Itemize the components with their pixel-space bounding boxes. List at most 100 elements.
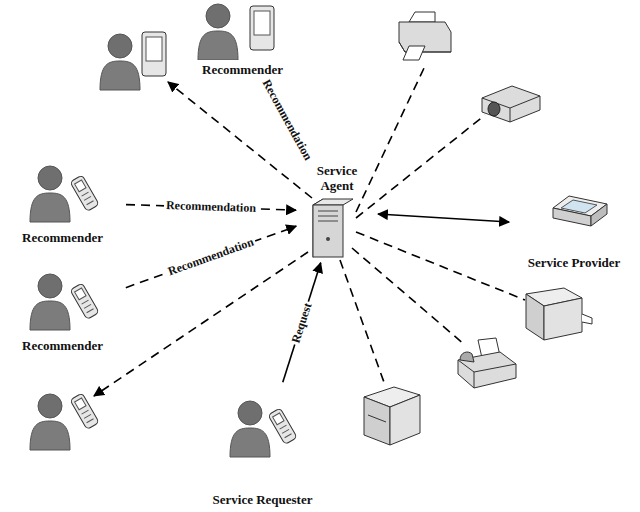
node-label: Service Agent: [299, 163, 375, 193]
person-icon: [30, 166, 70, 222]
laser-printer-front: [390, 395, 420, 445]
person-head: [108, 34, 132, 58]
dashed-link: [356, 115, 485, 218]
connector: [378, 214, 509, 222]
person-body: [30, 421, 70, 450]
fax-front: [458, 360, 516, 388]
server-top: [313, 199, 353, 205]
projector-body: [482, 86, 540, 122]
person-body: [230, 428, 270, 457]
person-head: [38, 166, 62, 190]
connector: [283, 263, 321, 382]
pda-icon: [250, 6, 274, 50]
node-icon: [521, 184, 621, 240]
phone-body: [70, 175, 99, 211]
node-icon: [212, 389, 312, 469]
printer-icon: [399, 12, 451, 60]
person-icon: [30, 394, 70, 450]
node-label: Recommender: [187, 62, 298, 77]
person-body: [30, 301, 70, 330]
server-bays: [318, 211, 338, 221]
edge-label: Recommendation: [165, 235, 258, 279]
laser-printer-icon: [364, 387, 420, 445]
server-front: [313, 205, 343, 257]
node-icon: [10, 160, 110, 226]
phone-keys: [81, 192, 93, 205]
node-box: Recommender: [2, 268, 123, 353]
pda-screen: [254, 11, 270, 35]
person-head: [38, 274, 62, 298]
node-label: Recommender: [2, 230, 123, 245]
node-box: Recommender: [187, 2, 298, 77]
node-box: Recommender: [2, 160, 123, 245]
server-icon: [313, 199, 353, 257]
dashed-link: [356, 66, 425, 212]
phone-keys: [87, 419, 94, 423]
node-label: Service Provider: [512, 255, 636, 270]
phone-icon: [70, 393, 99, 429]
node-icon: [10, 268, 110, 334]
phone-body: [268, 408, 297, 444]
projector-icon: [482, 86, 540, 122]
projector-side: [510, 108, 511, 122]
fax-body: [458, 352, 516, 388]
node-label: Recommender: [2, 338, 123, 353]
node-icon: [190, 2, 290, 60]
copier-tray: [582, 314, 592, 324]
printer-body: [399, 22, 451, 52]
pda-body: [142, 32, 166, 76]
connector: [126, 226, 296, 287]
phone-screen: [75, 398, 86, 410]
phone-icon: [70, 283, 99, 319]
fax-icon: [458, 338, 516, 388]
projector-lens: [488, 102, 500, 116]
edge-label: Request: [289, 299, 315, 346]
dashed-link: [94, 66, 525, 396]
copier-front: [544, 298, 582, 340]
scanner-glass: [561, 200, 597, 213]
phone-screen: [273, 413, 284, 425]
phone-icon: [268, 408, 297, 444]
copier-body: [526, 294, 544, 340]
server-button: [326, 237, 330, 241]
person-icon: [100, 34, 140, 90]
phone-keys: [84, 414, 91, 418]
phone-keys: [82, 410, 89, 414]
scanner-icon: [553, 196, 607, 226]
node-box: Service Provider: [512, 182, 636, 270]
person-head: [38, 394, 62, 418]
laser-printer-slot: [368, 415, 386, 422]
copier-icon: [526, 288, 592, 340]
node-label: Service Requester: [212, 492, 313, 507]
person-head: [206, 4, 230, 28]
pda-body: [250, 6, 274, 50]
laser-printer-side: [364, 397, 390, 445]
person-body: [100, 61, 140, 90]
edge-label: Recommendation: [258, 76, 315, 165]
node-icon: [299, 197, 399, 259]
node-box: Service Agent: [299, 163, 375, 260]
phone-body: [70, 393, 99, 429]
fax-handset: [460, 352, 474, 362]
person-body: [30, 193, 70, 222]
person-icon: [198, 4, 238, 60]
printer-paper: [403, 46, 425, 60]
phone-screen: [74, 288, 85, 300]
node-box: Service Requester: [212, 385, 313, 507]
edge-label: Recommendation: [164, 199, 258, 215]
person-icon: [30, 274, 70, 330]
phone-icon: [70, 175, 99, 211]
person-head: [238, 401, 262, 425]
dashed-link: [356, 232, 525, 300]
phone-keys: [81, 300, 93, 313]
printer-tray: [409, 12, 435, 22]
pda-screen: [146, 37, 162, 61]
pda-icon: [142, 32, 166, 76]
dashed-link: [340, 260, 385, 385]
person-icon: [230, 401, 270, 457]
person-body: [198, 31, 238, 60]
phone-screen: [74, 180, 85, 192]
dashed-link: [352, 248, 465, 345]
phone-keys: [280, 425, 292, 438]
